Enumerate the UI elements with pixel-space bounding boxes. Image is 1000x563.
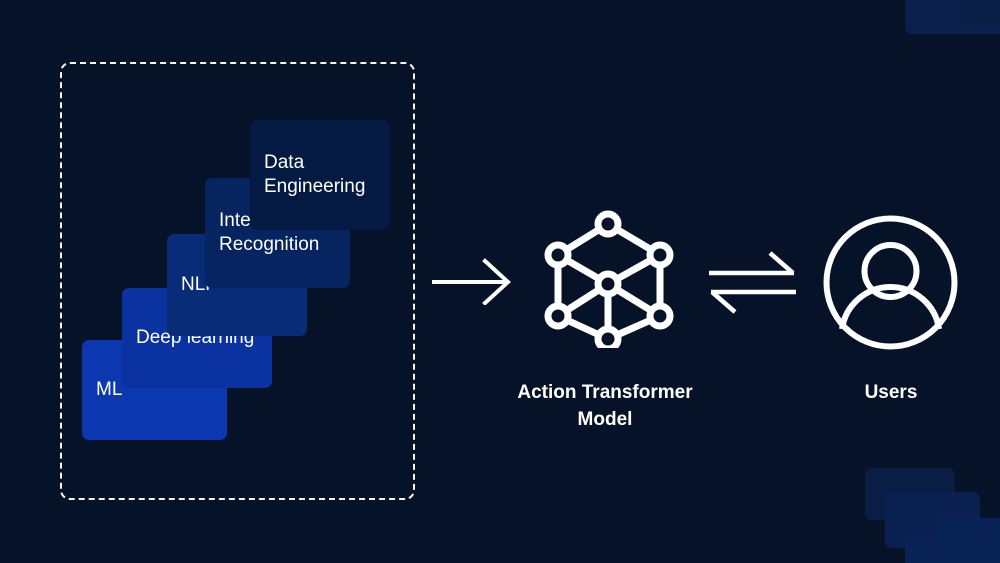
user-avatar-icon bbox=[823, 215, 958, 350]
network-cube-icon bbox=[544, 210, 674, 348]
model-caption: Action Transformer Model bbox=[517, 382, 693, 430]
arrow-exchange-icon bbox=[709, 251, 796, 314]
stack-card-data-engineering[interactable]: Data Engineering bbox=[250, 120, 390, 230]
stack-card-label: ML bbox=[96, 378, 123, 400]
decoration-bottom-right-2 bbox=[885, 492, 980, 548]
capability-stack-frame bbox=[60, 62, 415, 500]
decoration-bottom-right-1 bbox=[865, 468, 955, 520]
stack-card-label: Data Engineering bbox=[264, 151, 366, 197]
arrow-right-icon bbox=[432, 258, 511, 305]
decoration-top-right-2 bbox=[960, 0, 1000, 25]
decoration-top-right-1 bbox=[905, 0, 1000, 34]
decoration-bottom-right-3 bbox=[935, 518, 1000, 563]
decoration-bottom-right-4 bbox=[905, 540, 995, 563]
users-caption: Users bbox=[864, 382, 918, 403]
